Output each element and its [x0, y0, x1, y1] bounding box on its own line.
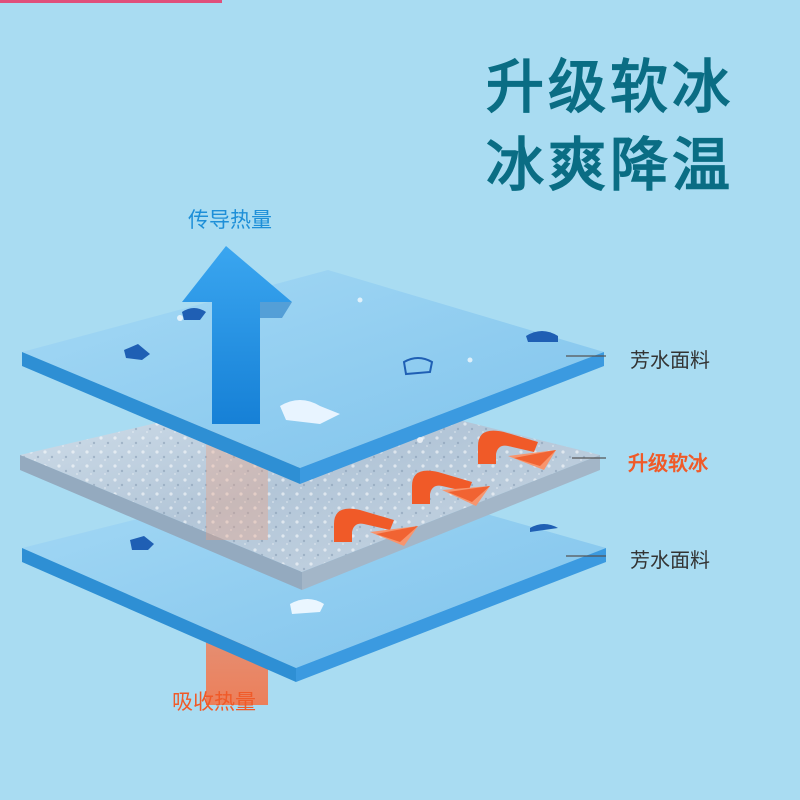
- top-fabric-layer: [22, 270, 604, 484]
- penguin-icon: [130, 536, 154, 550]
- penguin-icon: [182, 308, 206, 320]
- penguin-icon: [290, 599, 324, 614]
- heat-arrow-icon: [412, 470, 490, 506]
- penguin-icon: [402, 357, 434, 376]
- middle-layer-label: 升级软冰: [628, 451, 708, 475]
- penguin-icon: [526, 331, 558, 342]
- heat-arrow-icon: [478, 430, 556, 470]
- corner-accent: [0, 0, 222, 3]
- penguin-icon: [280, 400, 340, 424]
- headline-line-2: 冰爽降温: [485, 131, 734, 199]
- penguin-icon: [124, 344, 150, 360]
- heat-absorb-label: 吸收热量: [172, 690, 256, 714]
- up-arrow-icon: [182, 246, 292, 424]
- up-arrow-label: 传导热量: [188, 208, 272, 232]
- bottom-layer-label: 芳水面料: [630, 548, 710, 572]
- heat-arrow-icon: [334, 508, 418, 546]
- penguin-icon: [530, 524, 558, 532]
- headline-line-1: 升级软冰: [485, 53, 734, 121]
- top-layer-label: 芳水面料: [630, 348, 710, 372]
